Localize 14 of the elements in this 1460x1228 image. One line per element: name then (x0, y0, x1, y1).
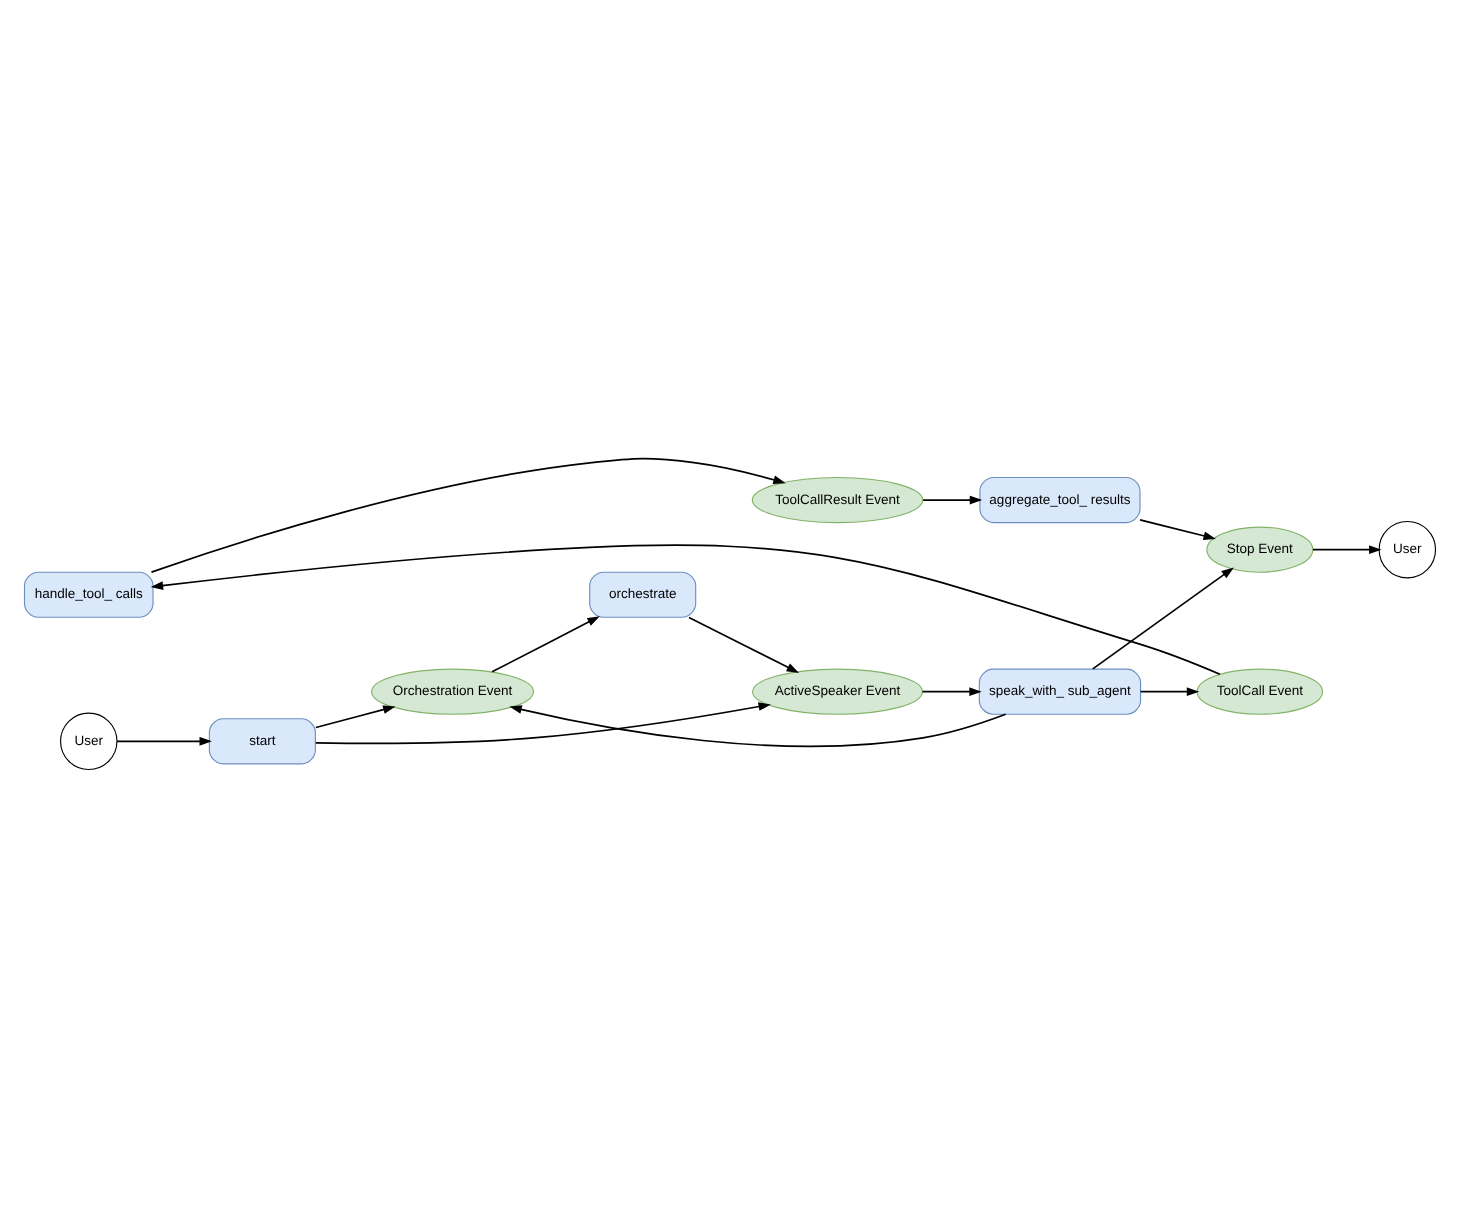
arrow (315, 705, 396, 729)
arrow (116, 736, 212, 746)
arrow (315, 702, 771, 745)
arrow (1092, 567, 1234, 670)
arrow (1139, 687, 1200, 697)
arrow (491, 616, 600, 673)
arrow (150, 544, 1221, 676)
arrow (150, 457, 786, 573)
arrow (688, 616, 800, 673)
arrow (1312, 545, 1382, 554)
arrow (922, 495, 983, 505)
arrow (509, 705, 1007, 748)
arrow (921, 687, 982, 697)
arrow (1139, 519, 1216, 541)
